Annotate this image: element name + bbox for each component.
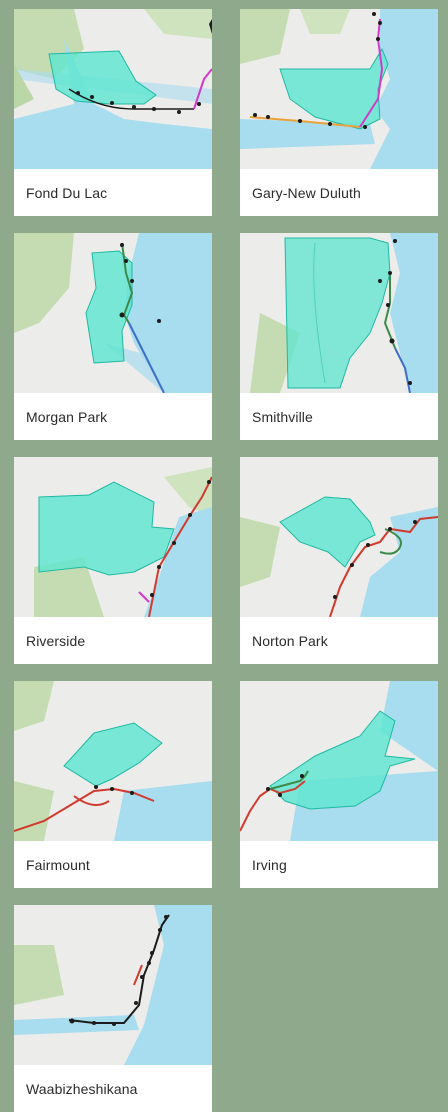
map-thumbnail-gary-new-duluth xyxy=(240,9,438,169)
card-label: Fond Du Lac xyxy=(26,184,108,201)
card-label: Irving xyxy=(252,856,287,873)
card-label: Fairmount xyxy=(26,856,90,873)
map-thumbnail-norton-park xyxy=(240,457,438,617)
card-label: Smithville xyxy=(252,408,313,425)
map-thumbnail-fairmount xyxy=(14,681,212,841)
map-thumbnail-fond-du-lac xyxy=(14,9,212,169)
card-label: Riverside xyxy=(26,632,86,649)
card-label: Waabizheshikana xyxy=(26,1080,138,1097)
card-waabizheshikana[interactable]: Waabizheshikana xyxy=(14,905,212,1112)
card-smithville[interactable]: Smithville xyxy=(240,233,438,440)
card-riverside[interactable]: Riverside xyxy=(14,457,212,664)
map-thumbnail-riverside xyxy=(14,457,212,617)
map-thumbnail-irving xyxy=(240,681,438,841)
card-label: Gary-New Duluth xyxy=(252,184,361,201)
card-norton-park[interactable]: Norton Park xyxy=(240,457,438,664)
card-irving[interactable]: Irving xyxy=(240,681,438,888)
card-fairmount[interactable]: Fairmount xyxy=(14,681,212,888)
card-gary-new-duluth[interactable]: Gary-New Duluth xyxy=(240,9,438,216)
card-label: Norton Park xyxy=(252,632,328,649)
map-thumbnail-smithville xyxy=(240,233,438,393)
card-fond-du-lac[interactable]: Fond Du Lac xyxy=(14,9,212,216)
neighborhood-gallery: Fond Du Lac Gary-New Duluth xyxy=(14,9,438,1112)
card-label: Morgan Park xyxy=(26,408,108,425)
card-morgan-park[interactable]: Morgan Park xyxy=(14,233,212,440)
map-thumbnail-morgan-park xyxy=(14,233,212,393)
map-thumbnail-waabizheshikana xyxy=(14,905,212,1065)
